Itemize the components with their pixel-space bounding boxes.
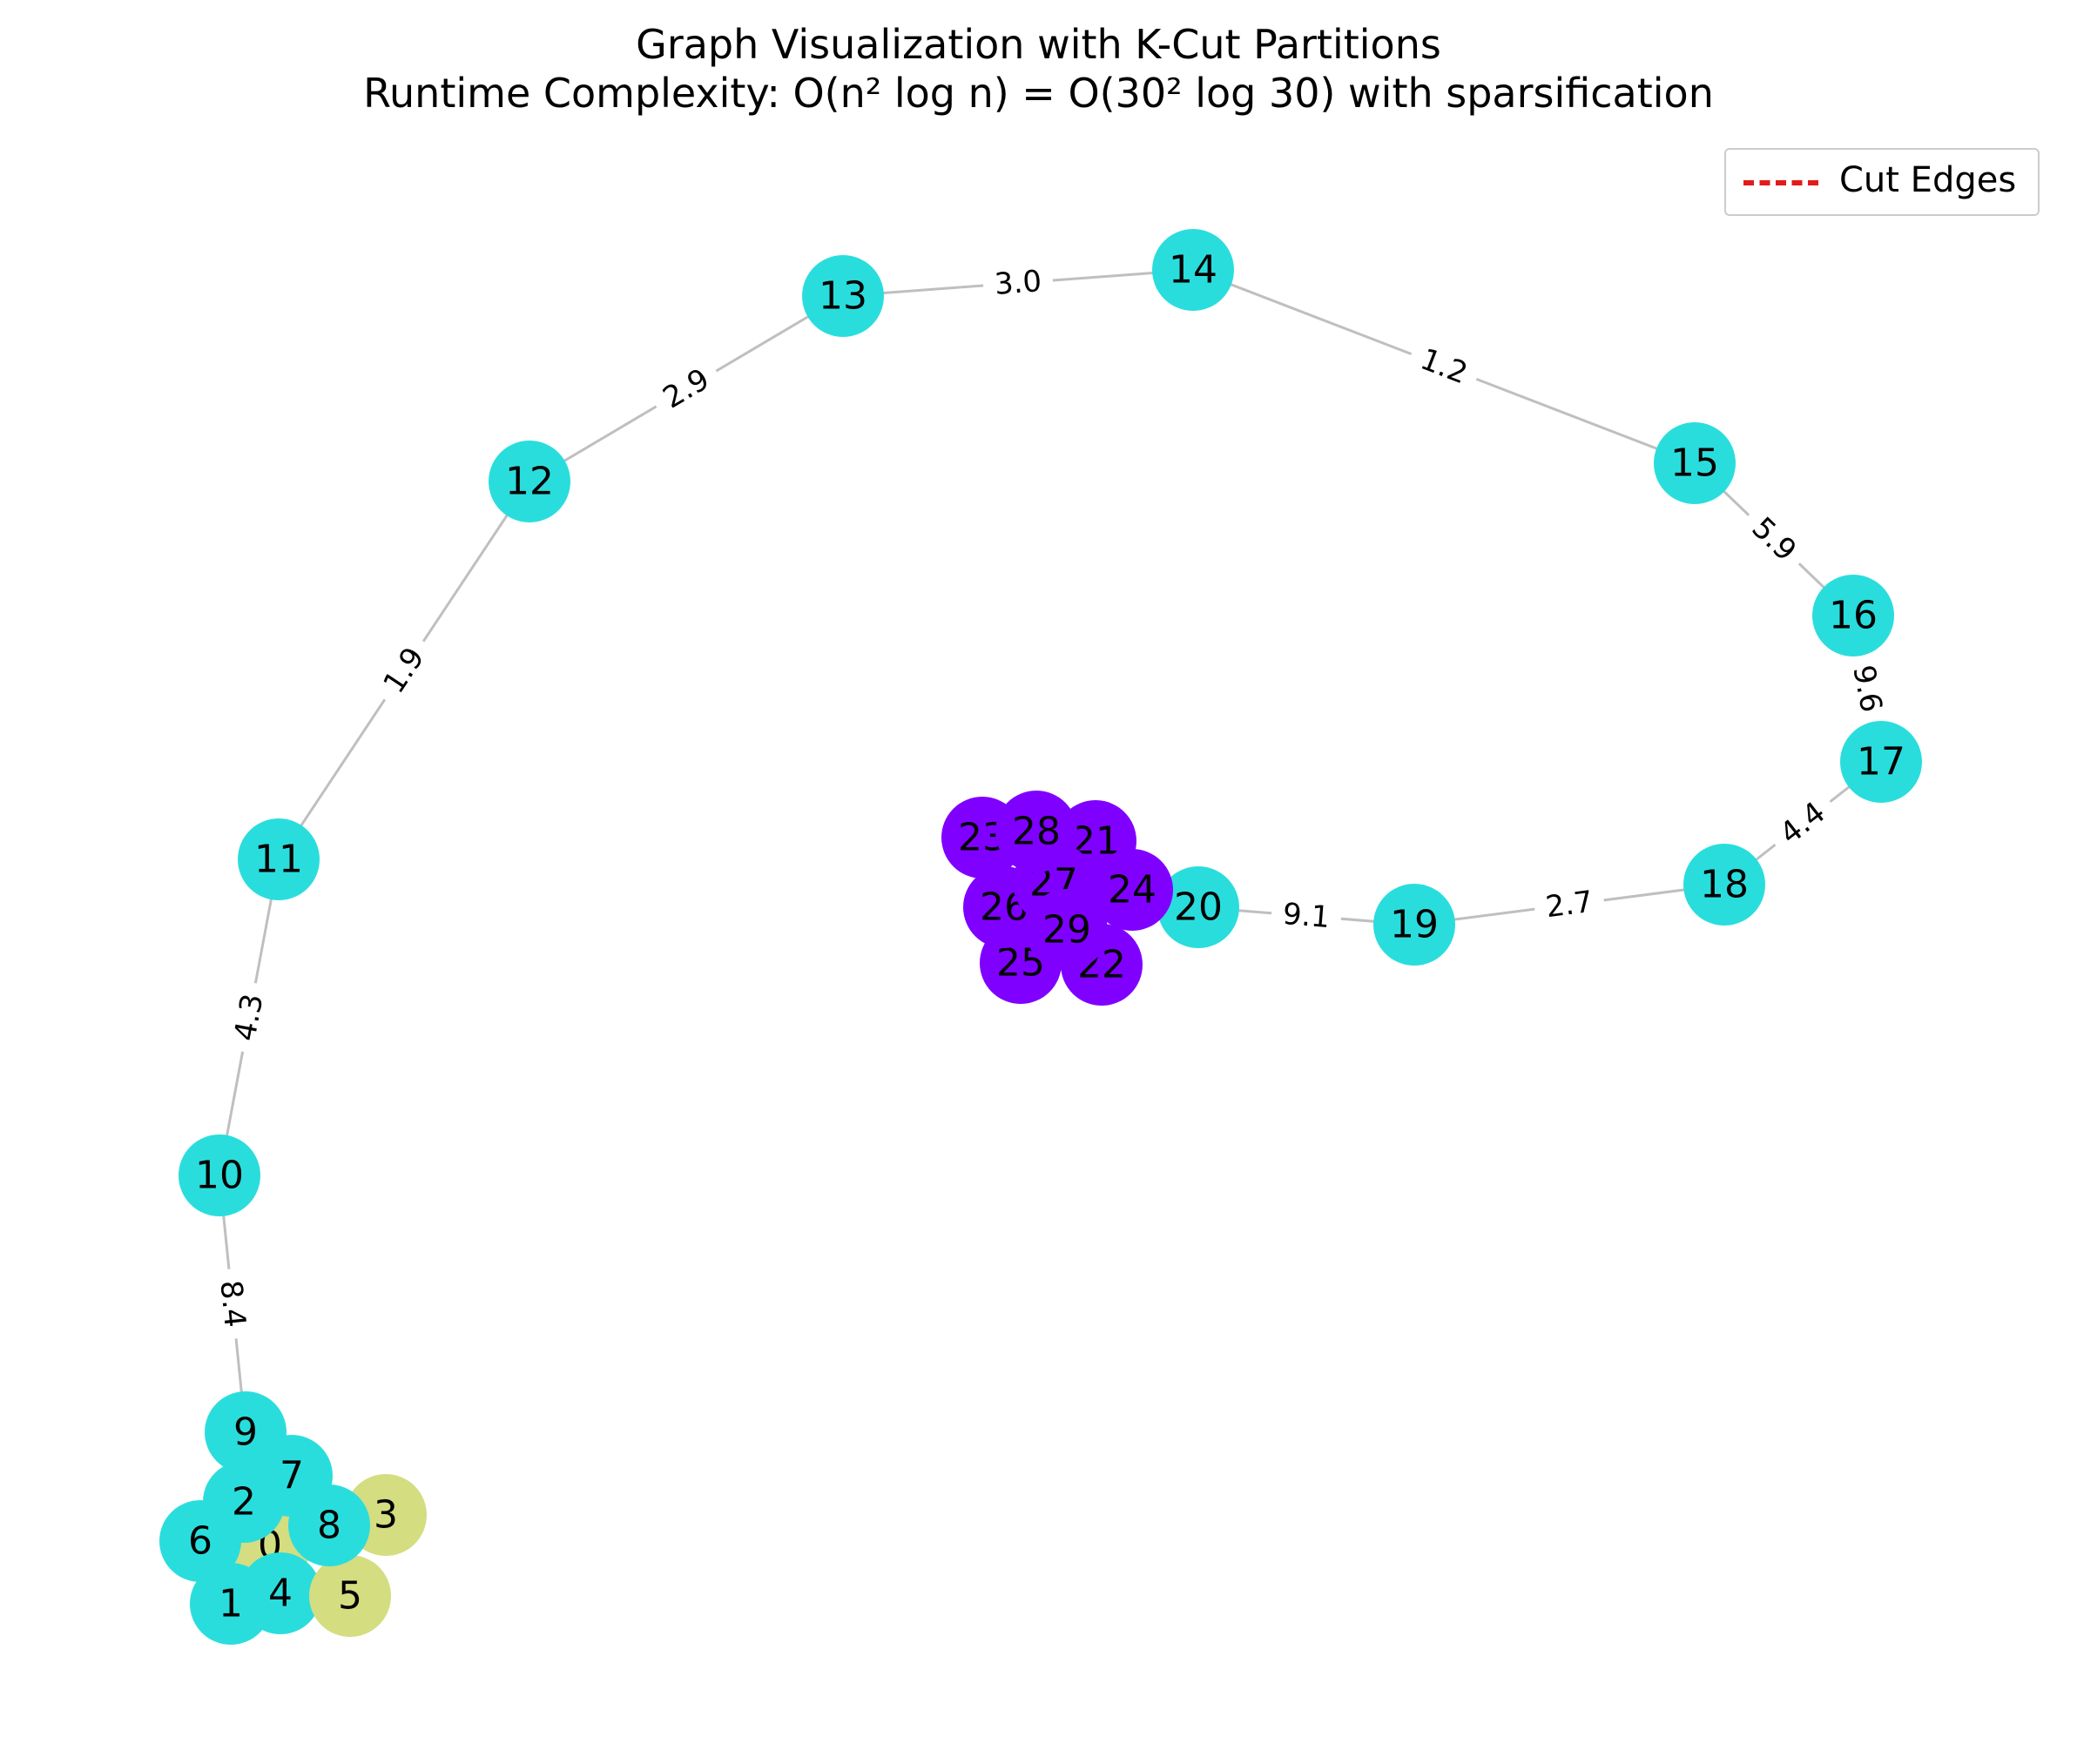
node-label: 4 bbox=[268, 1572, 293, 1616]
node-circle bbox=[1683, 844, 1765, 926]
node-17: 17 bbox=[1840, 721, 1922, 803]
chart-subtitle: Runtime Complexity: O(n² log n) = O(30² … bbox=[363, 70, 1714, 117]
node-label: 7 bbox=[280, 1454, 304, 1498]
node-label: 18 bbox=[1700, 863, 1749, 907]
node-14: 14 bbox=[1152, 229, 1234, 311]
node-circle bbox=[489, 441, 570, 522]
edge-weight-label: 1.2 bbox=[1404, 336, 1484, 397]
node-circle bbox=[288, 1485, 370, 1566]
node-label: 24 bbox=[1108, 868, 1157, 912]
node-28: 28 bbox=[995, 791, 1077, 872]
edge-weight-text: 9.6 bbox=[1845, 663, 1888, 716]
node-11: 11 bbox=[238, 818, 320, 900]
edge-weight-label: 9.1 bbox=[1270, 893, 1343, 939]
node-19: 19 bbox=[1373, 884, 1455, 966]
node-label: 3 bbox=[374, 1493, 398, 1538]
node-label: 11 bbox=[254, 838, 303, 882]
node-label: 1 bbox=[219, 1582, 243, 1626]
node-18: 18 bbox=[1683, 844, 1765, 926]
node-circle bbox=[205, 1391, 287, 1473]
node-circle bbox=[1026, 889, 1108, 971]
node-label: 20 bbox=[1174, 885, 1223, 930]
node-24: 24 bbox=[1091, 849, 1173, 931]
edge-weight-text: 9.1 bbox=[1281, 897, 1331, 935]
edge-weight-label: 1.9 bbox=[368, 630, 440, 710]
edge-weight-label: 8.4 bbox=[210, 1267, 255, 1341]
node-label: 9 bbox=[233, 1411, 258, 1455]
node-29: 29 bbox=[1026, 889, 1108, 971]
node-8: 8 bbox=[288, 1485, 370, 1566]
node-label: 13 bbox=[819, 274, 867, 319]
node-label: 15 bbox=[1670, 441, 1719, 486]
edge-weight-label: 2.9 bbox=[646, 354, 726, 423]
node-circle bbox=[1091, 849, 1173, 931]
node-20: 20 bbox=[1157, 866, 1239, 948]
edge-weight-label: 3.0 bbox=[981, 261, 1055, 305]
node-label: 17 bbox=[1857, 740, 1905, 784]
edge-weight-text: 8.4 bbox=[212, 1279, 252, 1330]
node-9: 9 bbox=[205, 1391, 287, 1473]
edge-weight-text: 3.0 bbox=[994, 264, 1043, 302]
node-4: 4 bbox=[239, 1552, 321, 1634]
edge-weight-text: 2.7 bbox=[1544, 885, 1595, 926]
chart-title: Graph Visualization with K-Cut Partition… bbox=[636, 21, 1441, 68]
node-label: 16 bbox=[1829, 594, 1878, 638]
edge-weight-label: 4.4 bbox=[1763, 786, 1843, 860]
node-circle bbox=[802, 255, 884, 337]
node-circle bbox=[239, 1552, 321, 1634]
node-label: 14 bbox=[1169, 248, 1217, 293]
legend-dashed-line bbox=[1743, 180, 1818, 185]
node-label: 2 bbox=[232, 1480, 256, 1525]
node-circle bbox=[309, 1555, 391, 1637]
node-circle bbox=[1654, 422, 1736, 504]
node-circle bbox=[1157, 866, 1239, 948]
node-5: 5 bbox=[309, 1555, 391, 1637]
node-label: 6 bbox=[188, 1519, 212, 1564]
node-circle bbox=[159, 1500, 241, 1582]
edge-weight-label: 2.7 bbox=[1532, 881, 1607, 928]
node-13: 13 bbox=[802, 255, 884, 337]
node-6: 6 bbox=[159, 1500, 241, 1582]
edge-weight-text: 4.3 bbox=[227, 991, 270, 1044]
legend: Cut Edges bbox=[1724, 148, 2040, 216]
node-label: 12 bbox=[505, 460, 554, 504]
node-16: 16 bbox=[1812, 575, 1894, 656]
node-label: 19 bbox=[1390, 903, 1439, 947]
node-15: 15 bbox=[1654, 422, 1736, 504]
node-10: 10 bbox=[179, 1134, 260, 1216]
node-label: 5 bbox=[338, 1574, 362, 1619]
node-circle bbox=[179, 1134, 260, 1216]
edge-weight-label: 4.3 bbox=[224, 980, 274, 1055]
legend-label: Cut Edges bbox=[1839, 160, 2017, 200]
node-circle bbox=[238, 818, 320, 900]
node-label: 28 bbox=[1012, 810, 1061, 854]
node-circle bbox=[995, 791, 1077, 872]
node-label: 10 bbox=[195, 1154, 244, 1198]
node-circle bbox=[1373, 884, 1455, 966]
node-12: 12 bbox=[489, 441, 570, 522]
node-circle bbox=[1812, 575, 1894, 656]
node-label: 29 bbox=[1042, 908, 1091, 953]
node-circle bbox=[1152, 229, 1234, 311]
edge-weight-label: 9.6 bbox=[1841, 650, 1893, 727]
node-label: 8 bbox=[317, 1504, 341, 1548]
node-circle bbox=[1840, 721, 1922, 803]
